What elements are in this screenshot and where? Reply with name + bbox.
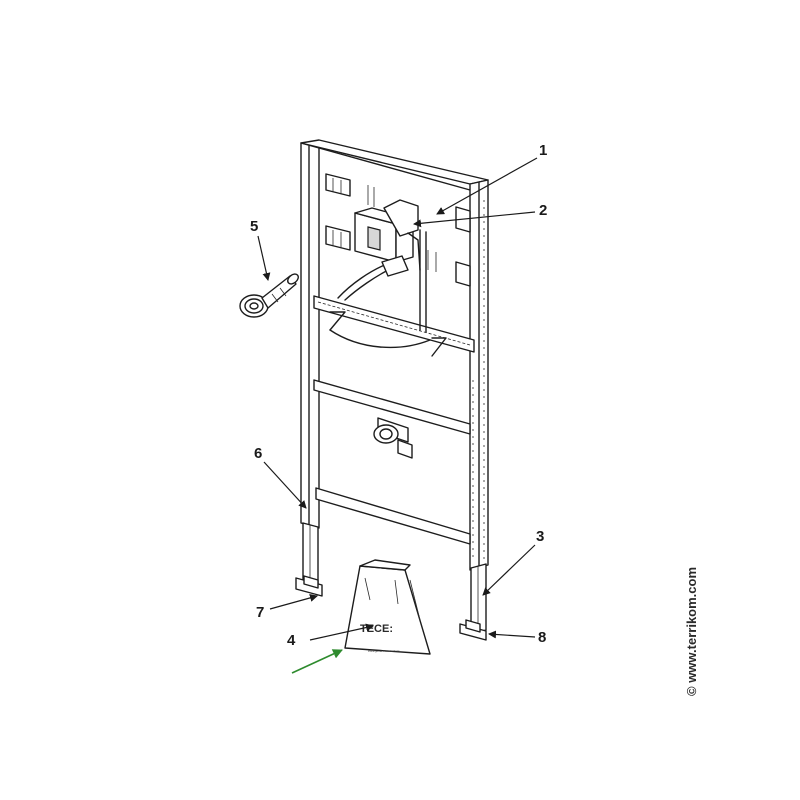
callout-7: 7	[256, 604, 264, 621]
callout-5: 5	[250, 218, 258, 235]
callout-6: 6	[254, 445, 262, 462]
callout-labels: 1 2 3 4 5 6 7 8	[250, 142, 547, 649]
watermark-text: © www.terrikom.com	[684, 567, 699, 696]
supply-hoses	[337, 229, 427, 333]
callout-4: 4	[287, 632, 296, 649]
valve-housing	[354, 199, 421, 271]
callout-8: 8	[538, 629, 546, 646]
installation-frame	[295, 139, 489, 641]
arrow-icon	[291, 649, 343, 674]
perforation-marks	[472, 200, 485, 560]
callout-3: 3	[536, 528, 544, 545]
accessory-bag: TECE: intelligente Haustechnik	[344, 559, 431, 655]
connection-fitting	[239, 273, 299, 318]
upper-brackets	[325, 173, 471, 287]
bag-subtext: intelligente Haustechnik	[368, 649, 400, 653]
leader-lines	[257, 157, 538, 674]
callout-2: 2	[539, 202, 547, 219]
callout-1: 1	[539, 142, 547, 159]
bag-logo: TECE:	[360, 623, 393, 635]
foot-left	[295, 575, 323, 597]
drain-pipe	[373, 417, 413, 459]
foot-right	[459, 619, 487, 641]
